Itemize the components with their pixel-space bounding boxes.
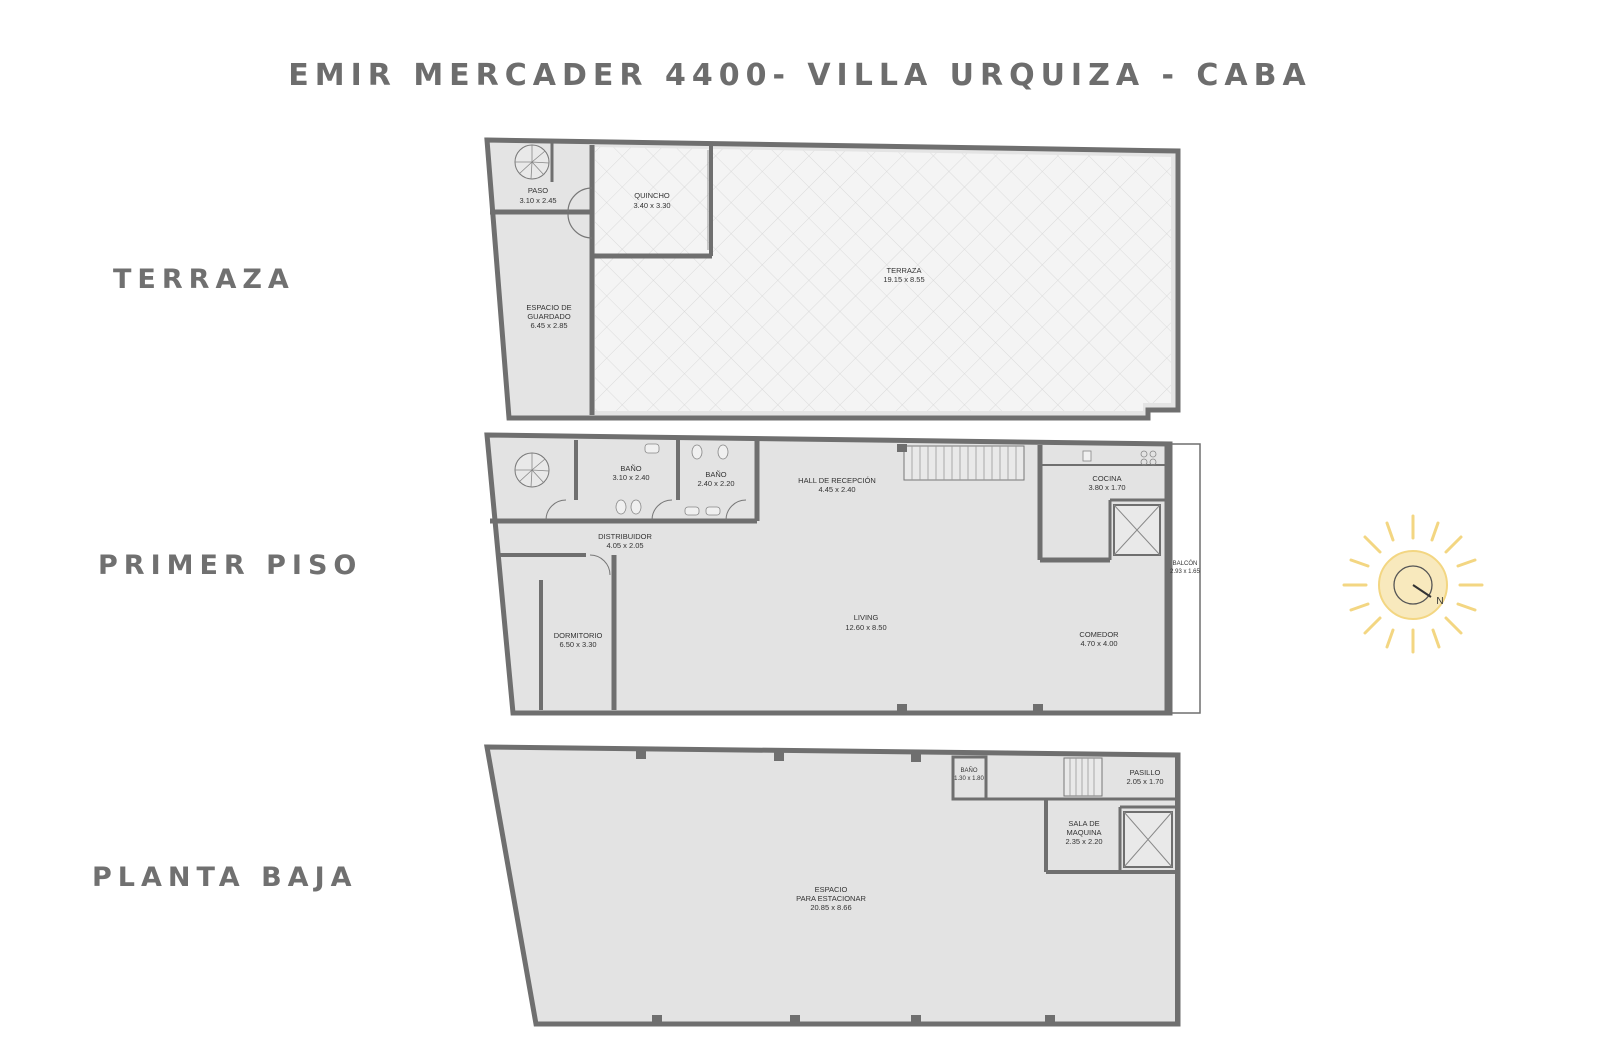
room-guardado-name-1: ESPACIO DE — [526, 303, 571, 312]
compass-north-label: N — [1436, 596, 1443, 607]
spiral-stair-icon — [514, 144, 550, 180]
room-comedor-dims: 4.70 x 4.00 — [1080, 639, 1117, 648]
spiral-stair-icon-primer-piso — [514, 452, 550, 488]
balcon-area — [1169, 443, 1201, 714]
room-quincho-name: QUINCHO — [634, 191, 670, 200]
room-paso-name: PASO — [528, 186, 548, 195]
room-bano1-name: BAÑO — [620, 464, 641, 473]
room-cocina-name: COCINA — [1092, 474, 1121, 483]
room-living-name: LIVING — [854, 613, 879, 622]
room-quincho-dims: 3.40 x 3.30 — [633, 201, 670, 210]
room-bano1-dims: 3.10 x 2.40 — [612, 473, 649, 482]
room-bano-pb-dims: 1.30 x 1.80 — [954, 776, 984, 782]
stairs-icon — [903, 445, 1025, 481]
primer-piso-plan: BAÑO 3.10 x 2.40 BAÑO 2.40 x 2.20 HALL D… — [484, 432, 1201, 716]
room-espacio-name-1: ESPACIO — [815, 885, 848, 894]
room-espacio-dims: 20.85 x 8.66 — [810, 903, 851, 912]
planta-baja-plan: BAÑO 1.30 x 1.80 PASILLO 2.05 x 1.70 SAL… — [484, 744, 1181, 1027]
room-hall-name: HALL DE RECEPCIÓN — [798, 476, 876, 485]
planta-baja-outline — [484, 744, 1181, 1027]
room-pasillo-name: PASILLO — [1130, 768, 1161, 777]
room-guardado-dims: 6.45 x 2.85 — [530, 321, 567, 330]
room-distribuidor-name: DISTRIBUIDOR — [598, 532, 652, 541]
room-sala-name-2: MAQUINA — [1066, 828, 1101, 837]
floor-label-planta-baja: PLANTA BAJA — [92, 862, 358, 893]
room-terraza-dims: 19.15 x 8.55 — [883, 275, 924, 284]
terraza-plan: PASO 3.10 x 2.45 QUINCHO 3.40 x 3.30 TER… — [484, 137, 1181, 421]
room-dormitorio-dims: 6.50 x 3.30 — [559, 640, 596, 649]
room-espacio-name-2: PARA ESTACIONAR — [796, 894, 866, 903]
room-terraza-name: TERRAZA — [886, 266, 921, 275]
plan-title: EMIR MERCADER 4400- VILLA URQUIZA - CABA — [288, 58, 1312, 93]
sun-compass-icon: N — [1342, 514, 1484, 654]
room-pasillo-dims: 2.05 x 1.70 — [1126, 777, 1163, 786]
room-guardado-name-2: GUARDADO — [527, 312, 571, 321]
room-bano2-name: BAÑO — [705, 470, 726, 479]
room-balcon-dims: 2.93 x 1.65 — [1170, 569, 1200, 575]
room-distribuidor-dims: 4.05 x 2.05 — [606, 541, 643, 550]
room-bano-pb-name: BAÑO — [960, 767, 977, 774]
room-comedor-name: COMEDOR — [1079, 630, 1119, 639]
room-sala-name-1: SALA DE — [1068, 819, 1099, 828]
room-hall-dims: 4.45 x 2.40 — [818, 485, 855, 494]
room-paso-dims: 3.10 x 2.45 — [519, 196, 556, 205]
room-living-dims: 12.60 x 8.50 — [845, 623, 886, 632]
primer-piso-outline — [484, 432, 1173, 716]
room-bano2-dims: 2.40 x 2.20 — [697, 479, 734, 488]
room-cocina-dims: 3.80 x 1.70 — [1088, 483, 1125, 492]
stairs-icon-planta-baja — [1063, 757, 1103, 797]
room-dormitorio-name: DORMITORIO — [554, 631, 603, 640]
terraza-deck — [595, 147, 1171, 411]
floor-label-primer-piso: PRIMER PISO — [98, 550, 363, 581]
floor-label-terraza: TERRAZA — [113, 264, 295, 295]
room-sala-dims: 2.35 x 2.20 — [1065, 837, 1102, 846]
room-balcon-name: BALCÓN — [1173, 560, 1198, 567]
